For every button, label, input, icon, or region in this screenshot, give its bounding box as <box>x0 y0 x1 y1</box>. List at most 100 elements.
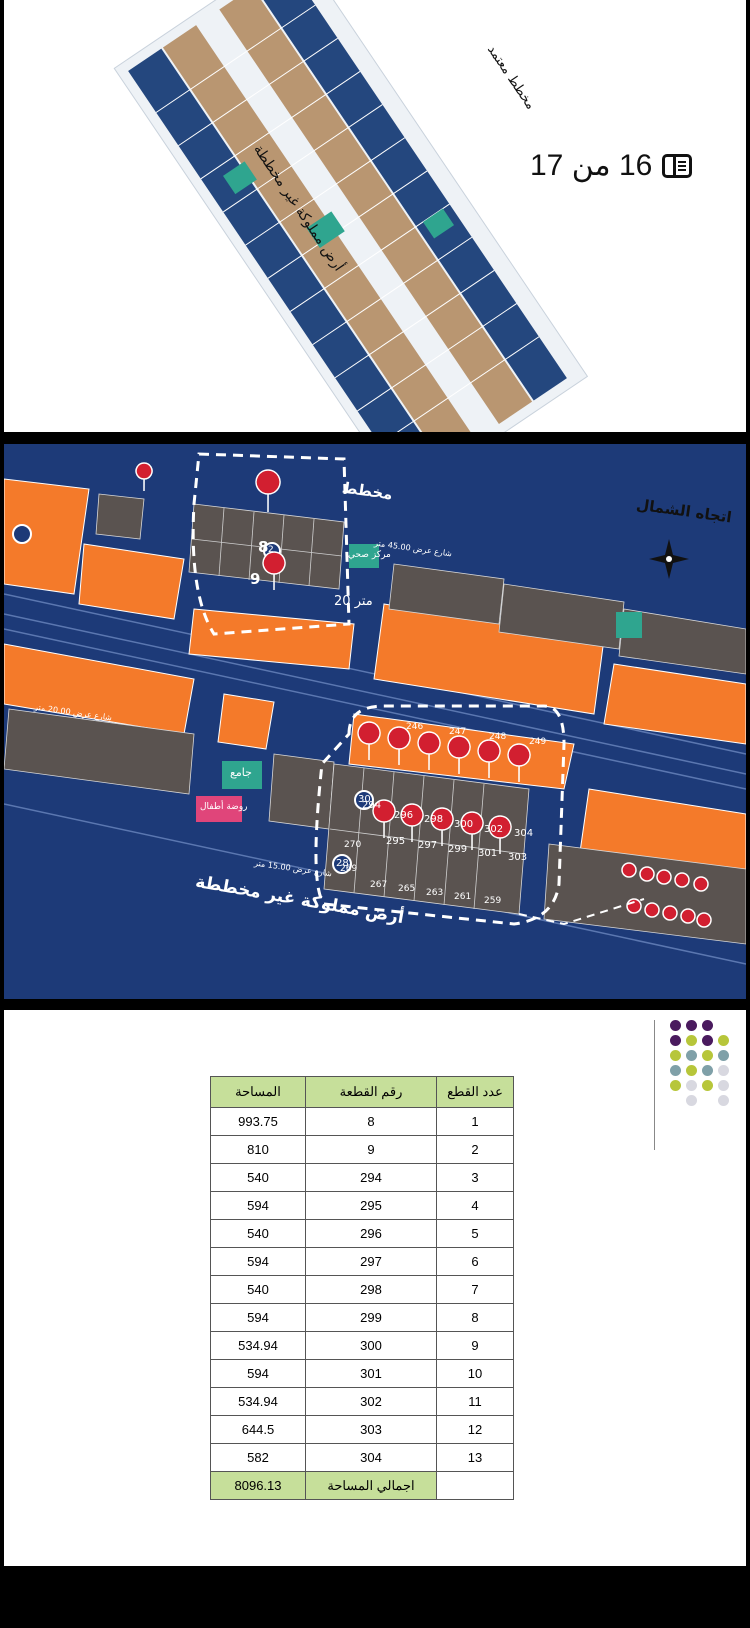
cell-area: 594 <box>210 1191 306 1220</box>
plot-label: 265 <box>398 884 416 894</box>
cell-plot-number: 299 <box>305 1303 437 1332</box>
cell-index: 3 <box>436 1163 514 1192</box>
plot-label: 249 <box>529 737 547 747</box>
cell-plot-number: 295 <box>305 1191 437 1220</box>
cell-plot-number: 304 <box>305 1443 437 1472</box>
detail-plots-map: 8 9 294 296 298 300 302 304 295 297 299 … <box>4 444 746 999</box>
cell-area: 534.94 <box>210 1387 306 1416</box>
plot-label: 248 <box>489 732 507 742</box>
cell-area: 534.94 <box>210 1331 306 1360</box>
book-page-icon <box>662 153 693 178</box>
cell-plot-number: 296 <box>305 1219 437 1248</box>
cell-index: 7 <box>436 1275 514 1304</box>
header-plot-count: عدد القطع <box>436 1076 514 1108</box>
page-indicator[interactable]: 16 من 17 <box>530 148 693 183</box>
header-plot-number: رقم القطعة <box>305 1076 437 1108</box>
plot-label: 304 <box>514 828 534 839</box>
cell-index: 10 <box>436 1359 514 1388</box>
detail-plots-drawing <box>4 452 746 965</box>
cell-index: 12 <box>436 1415 514 1444</box>
approved-plan-drawing <box>113 0 589 432</box>
plot-blocks <box>4 493 746 945</box>
highlight-frame-block-2 <box>191 452 351 636</box>
total-area-label: اجمالي المساحة <box>305 1471 437 1500</box>
cell-index: 6 <box>436 1247 514 1276</box>
cell-index: 1 <box>436 1107 514 1136</box>
block-circle-30 <box>354 790 374 810</box>
plot-label: 302 <box>484 824 504 835</box>
cell-plot-number: 298 <box>305 1275 437 1304</box>
plot-label: 247 <box>449 727 467 737</box>
cell-area: 644.5 <box>210 1415 306 1444</box>
plot-label: 246 <box>406 722 424 732</box>
plot-label: 299 <box>448 844 468 855</box>
cell-area: 993.75 <box>210 1107 306 1136</box>
block-number: 30 <box>358 794 371 805</box>
label-20-meter: 20 متر <box>334 594 373 609</box>
plot-label: 301 <box>478 848 498 859</box>
cell-index: 8 <box>436 1303 514 1332</box>
cell-index: 9 <box>436 1331 514 1360</box>
health-center-marker <box>349 544 379 568</box>
total-area-value: 8096.13 <box>210 1471 306 1500</box>
cell-area: 594 <box>210 1359 306 1388</box>
plot-label: 296 <box>394 810 414 821</box>
cell-plot-number: 302 <box>305 1387 437 1416</box>
cell-area: 594 <box>210 1247 306 1276</box>
cell-plot-number: 300 <box>305 1331 437 1360</box>
plot-label: 261 <box>454 892 472 902</box>
facility-marker <box>616 612 642 638</box>
block-number: 2 <box>268 545 274 555</box>
plot-label: 270 <box>344 840 362 850</box>
plot-label: 269 <box>340 864 358 874</box>
mosque-marker <box>222 761 262 789</box>
plot-label: 297 <box>418 840 438 851</box>
total-empty-cell <box>436 1471 514 1500</box>
plot-label: 295 <box>386 836 406 847</box>
cell-area: 540 <box>210 1219 306 1248</box>
label-mosque: جامع <box>230 766 252 779</box>
cell-area: 540 <box>210 1163 306 1192</box>
plot-label: 303 <box>508 852 528 863</box>
cell-area: 810 <box>210 1135 306 1164</box>
table-header-row: المساحة رقم القطعة عدد القطع <box>210 1076 514 1108</box>
plot-label: 263 <box>426 888 444 898</box>
compass-rose-icon <box>649 539 689 579</box>
cell-index: 13 <box>436 1443 514 1472</box>
cell-plot-number: 297 <box>305 1247 437 1276</box>
cell-area: 582 <box>210 1443 306 1472</box>
plot-label: 294 <box>362 800 382 811</box>
table-total-row: 8096.13 اجمالي المساحة <box>210 1471 514 1500</box>
kindergarten-marker <box>196 796 242 822</box>
block-number: 28 <box>336 858 349 869</box>
plot-label: 267 <box>370 880 388 890</box>
plot-label: 9 <box>250 570 261 588</box>
cell-plot-number: 303 <box>305 1415 437 1444</box>
label-health-center: مركز صحي <box>348 550 391 560</box>
page-indicator-text: 16 من 17 <box>530 149 653 182</box>
label-kindergarten: روضة أطفال <box>200 802 248 812</box>
highlight-frame-block-30 <box>314 704 566 926</box>
cell-index: 5 <box>436 1219 514 1248</box>
cell-index: 2 <box>436 1135 514 1164</box>
cell-plot-number: 8 <box>305 1107 437 1136</box>
decor-divider <box>654 1020 655 1150</box>
block-circle-28 <box>332 854 352 874</box>
cell-plot-number: 9 <box>305 1135 437 1164</box>
plot-label: 298 <box>424 814 444 825</box>
top-plan-map: مخطط معتمد أرض مملوكة غير مخططة 16 من 17 <box>4 0 746 432</box>
cell-area: 540 <box>210 1275 306 1304</box>
cell-index: 4 <box>436 1191 514 1220</box>
